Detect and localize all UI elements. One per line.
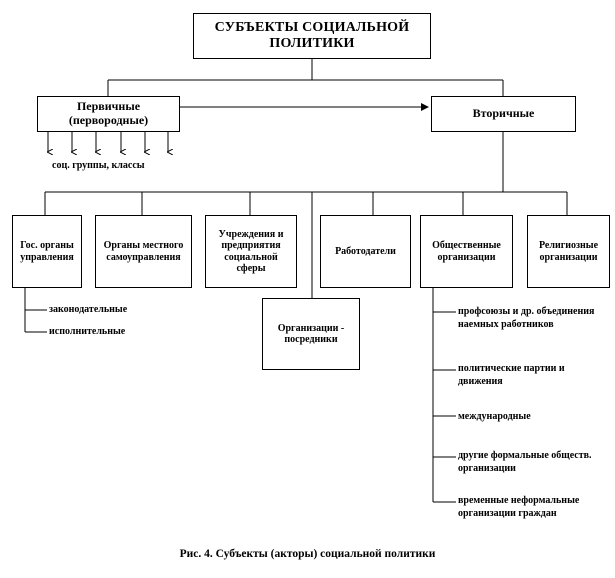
primary-label: Первичные (первородные) (68, 99, 149, 127)
public-item: международные (458, 411, 531, 422)
figure-caption: Рис. 4. Субъекты (акторы) социальной пол… (179, 548, 436, 560)
public-item: профсоюзы и др. объединения наемных рабо… (458, 306, 595, 330)
public-item: временные неформальные организации гражд… (458, 495, 580, 519)
node-religious: Религиозные организации (527, 215, 610, 288)
node-social-sphere: Учреждения и предприятия социальной сфер… (205, 215, 297, 288)
public-item: другие формальные обществ. организации (458, 450, 592, 474)
gov-item: исполнительные (49, 326, 126, 337)
public-item: политические партии и движения (458, 363, 565, 387)
primary-box: Первичные (первородные) (37, 96, 180, 132)
gov-item: законодательные (49, 304, 128, 315)
root-box: СУБЪЕКТЫ СОЦИАЛЬНОЙ ПОЛИТИКИ (193, 13, 431, 59)
secondary-box: Вторичные (431, 96, 576, 132)
node-intermediaries: Организации - посредники (262, 298, 360, 370)
node-employers: Работодатели (320, 215, 411, 288)
node-public: Общественные организации (420, 215, 513, 288)
primary-sub-label: соц. группы, классы (52, 160, 145, 171)
node-local: Органы местного самоуправления (95, 215, 192, 288)
secondary-label: Вторичные (472, 106, 535, 121)
node-gov: Гос. органы управления (12, 215, 82, 288)
root-label: СУБЪЕКТЫ СОЦИАЛЬНОЙ ПОЛИТИКИ (214, 19, 410, 51)
